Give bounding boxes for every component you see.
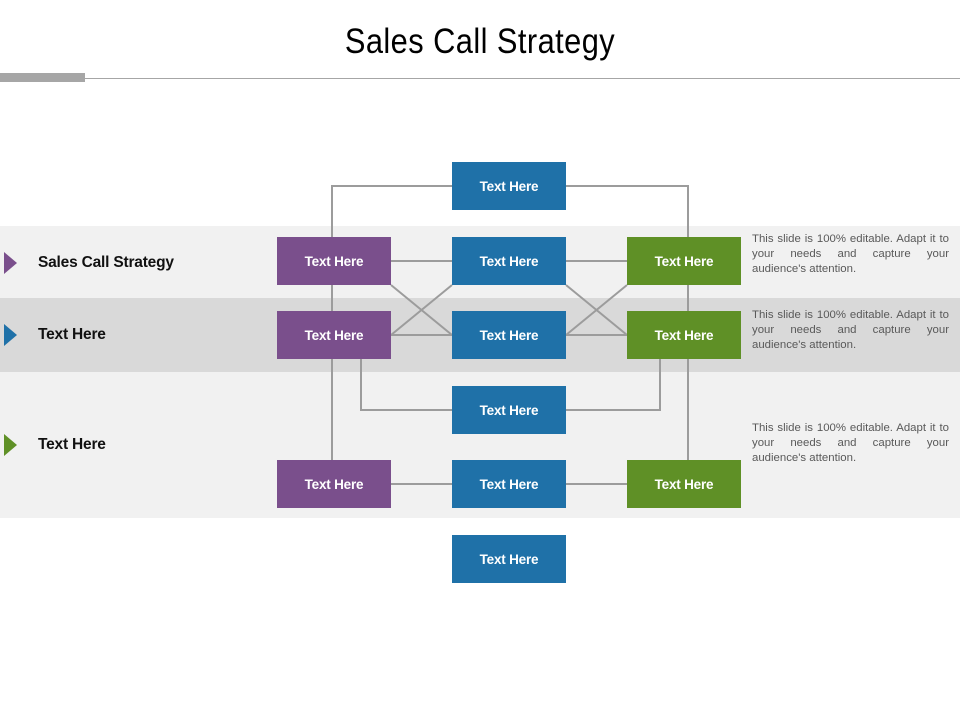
arrow-right-icon [4, 434, 17, 456]
diagram-node-r2c3[interactable]: Text Here [627, 237, 741, 285]
node-label: Text Here [654, 253, 714, 269]
connector-r2-left [391, 260, 452, 262]
diagram-node-r4c2[interactable]: Text Here [452, 386, 566, 434]
connector-r4-right-stub [566, 409, 660, 411]
cross-line-left-b [390, 284, 453, 336]
page-title: Sales Call Strategy [344, 22, 616, 61]
description-text-1: This slide is 100% editable. Adapt it to… [752, 233, 949, 276]
diagram-node-r3c3[interactable]: Text Here [627, 311, 741, 359]
list-item-2[interactable]: Text Here [0, 320, 106, 350]
connector-r4-left-stub [360, 409, 452, 411]
connector-r4-right-riser [659, 359, 661, 411]
connector-r4-left-riser [360, 359, 362, 411]
diagram-node-r5c2[interactable]: Text Here [452, 460, 566, 508]
node-label: Text Here [479, 402, 539, 418]
node-label: Text Here [479, 253, 539, 269]
node-label: Text Here [304, 253, 364, 269]
list-item-label: Text Here [38, 326, 106, 343]
diagram-node-r1c2[interactable]: Text Here [452, 162, 566, 210]
list-item-label: Text Here [38, 436, 106, 453]
connector-r3-left [391, 334, 452, 336]
node-label: Text Here [479, 476, 539, 492]
connector-r2-right [566, 260, 627, 262]
node-label: Text Here [654, 476, 714, 492]
node-label: Text Here [479, 327, 539, 343]
connector-r5-right [566, 483, 627, 485]
arrow-right-icon [4, 252, 17, 274]
diagram-node-r5c1[interactable]: Text Here [277, 460, 391, 508]
arrow-right-icon [4, 324, 17, 346]
diagram-node-r2c2[interactable]: Text Here [452, 237, 566, 285]
description-text-2: This slide is 100% editable. Adapt it to… [752, 309, 949, 352]
list-item-label: Sales Call Strategy [38, 254, 174, 271]
diagram-node-r5c3[interactable]: Text Here [627, 460, 741, 508]
node-label: Text Here [654, 327, 714, 343]
title-divider [0, 78, 960, 79]
connector-top-right [566, 185, 688, 187]
node-label: Text Here [304, 476, 364, 492]
diagram-node-r3c2[interactable]: Text Here [452, 311, 566, 359]
connector-r3-right [566, 334, 627, 336]
list-item-3[interactable]: Text Here [0, 430, 106, 460]
node-label: Text Here [304, 327, 364, 343]
connector-top-left [331, 185, 452, 187]
connector-r5-left [391, 483, 452, 485]
diagram-node-r6c2[interactable]: Text Here [452, 535, 566, 583]
list-item-1[interactable]: Sales Call Strategy [0, 248, 174, 278]
node-label: Text Here [479, 178, 539, 194]
title-accent-bar [0, 73, 85, 82]
node-label: Text Here [479, 551, 539, 567]
diagram-node-r3c1[interactable]: Text Here [277, 311, 391, 359]
cross-line-right-b [565, 284, 628, 336]
diagram-node-r2c1[interactable]: Text Here [277, 237, 391, 285]
description-text-3: This slide is 100% editable. Adapt it to… [752, 422, 949, 465]
